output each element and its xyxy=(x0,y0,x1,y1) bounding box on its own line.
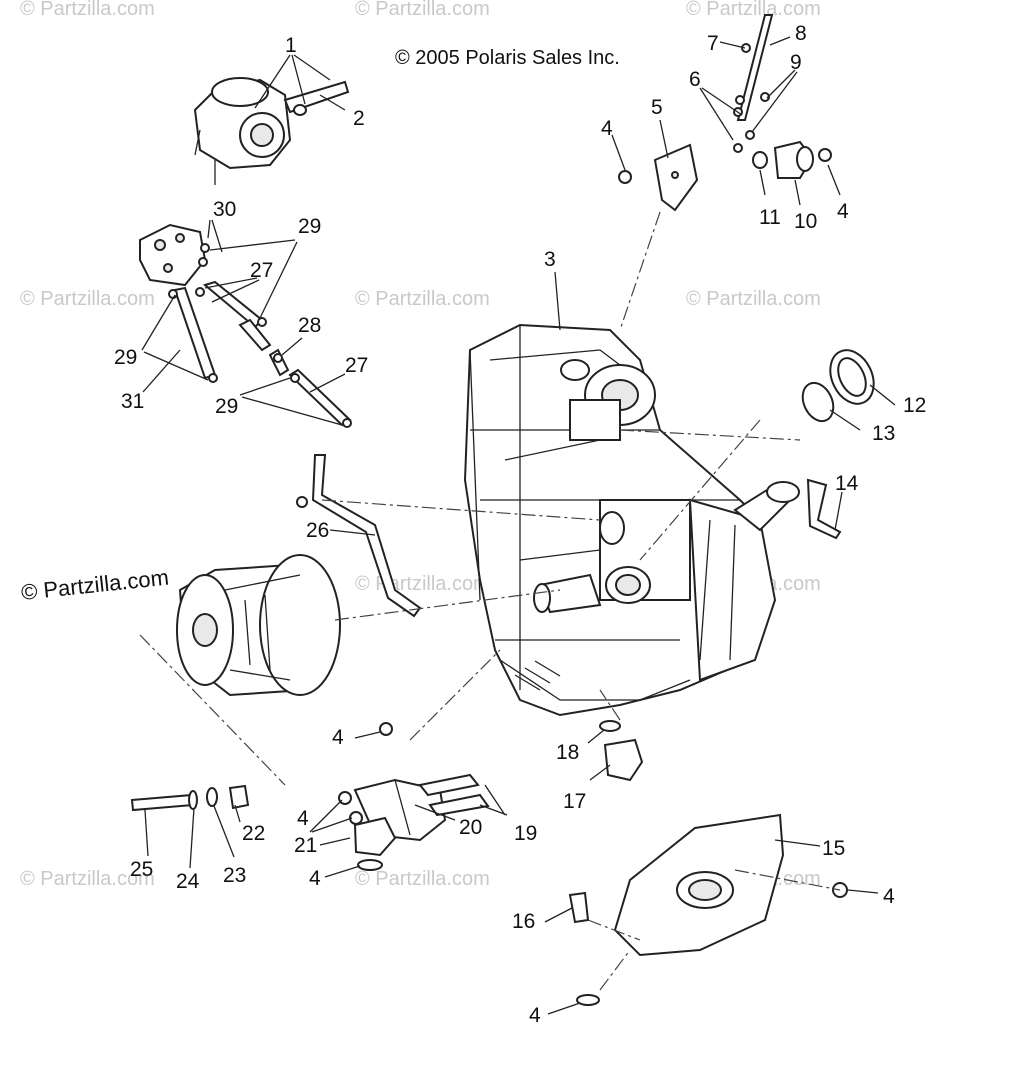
carburetor-part xyxy=(193,77,350,185)
watermark: © Partzilla.com xyxy=(686,0,821,20)
callout-1: 1 xyxy=(285,34,297,57)
callout-22: 22 xyxy=(242,822,265,845)
watermark: © Partzilla.com xyxy=(20,288,155,310)
upper-mount-parts xyxy=(618,140,832,212)
callout-10: 10 xyxy=(794,210,817,233)
watermark: © Partzilla.com xyxy=(20,868,155,890)
plate-parts xyxy=(568,813,848,1006)
callout-18: 18 xyxy=(556,741,579,764)
drive-clutch-part xyxy=(176,554,341,697)
callout-17: 17 xyxy=(563,790,586,813)
watermark: © Partzilla.com xyxy=(20,0,155,20)
callout-4: 4 xyxy=(332,726,344,749)
callout-16: 16 xyxy=(512,910,535,933)
callout-29: 29 xyxy=(114,346,137,369)
callout-3: 3 xyxy=(544,248,556,271)
callout-9: 9 xyxy=(790,51,802,74)
callout-11: 11 xyxy=(759,206,781,229)
callout-4: 4 xyxy=(883,885,895,908)
callout-19: 19 xyxy=(514,822,537,845)
watermark: © Partzilla.com xyxy=(355,573,490,595)
callout-28: 28 xyxy=(298,314,321,337)
callout-4: 4 xyxy=(837,200,849,223)
watermark: © Partzilla.com xyxy=(686,288,821,310)
callout-4: 4 xyxy=(309,867,321,890)
callout-27: 27 xyxy=(345,354,368,377)
callout-4: 4 xyxy=(529,1004,541,1027)
watermark-layer: © Partzilla.com © Partzilla.com © Partzi… xyxy=(20,0,821,890)
lower-mount-parts xyxy=(130,720,644,871)
coolant-hose-part xyxy=(311,454,422,618)
hose-clamp-part xyxy=(296,496,308,508)
fuel-pump-part xyxy=(139,223,352,428)
callout-23: 23 xyxy=(223,864,246,887)
callout-27: 27 xyxy=(250,259,273,282)
callout-20: 20 xyxy=(459,816,482,839)
clamp-parts xyxy=(801,349,875,423)
callout-24: 24 xyxy=(176,870,200,893)
callout-15: 15 xyxy=(822,837,845,860)
engine-assembly xyxy=(463,323,800,717)
callout-7: 7 xyxy=(707,32,719,55)
callout-4: 4 xyxy=(297,807,309,830)
callout-labels: 1 2 3 4 4 4 4 4 4 4 5 6 7 8 9 10 11 12 1… xyxy=(114,22,926,1027)
leader-lines xyxy=(139,36,896,1015)
callout-4: 4 xyxy=(601,117,613,140)
callout-5: 5 xyxy=(651,96,663,119)
watermark-strong: © Partzilla.com xyxy=(20,565,170,605)
callout-6: 6 xyxy=(689,68,701,91)
callout-30: 30 xyxy=(213,198,236,221)
callout-12: 12 xyxy=(903,394,926,417)
vent-line-part xyxy=(733,14,774,153)
watermark: © Partzilla.com xyxy=(355,288,490,310)
breather-hose-part xyxy=(806,478,842,540)
callout-31: 31 xyxy=(121,390,144,413)
callout-13: 13 xyxy=(872,422,895,445)
watermark: © Partzilla.com xyxy=(355,0,490,20)
callout-2: 2 xyxy=(353,107,365,130)
callout-14: 14 xyxy=(835,472,859,495)
copyright-text: © 2005 Polaris Sales Inc. xyxy=(395,47,620,69)
callout-29: 29 xyxy=(215,395,238,418)
callout-26: 26 xyxy=(306,519,329,542)
callout-8: 8 xyxy=(795,22,807,45)
callout-21: 21 xyxy=(294,834,317,857)
callout-25: 25 xyxy=(130,858,153,881)
watermark: © Partzilla.com xyxy=(355,868,490,890)
callout-29: 29 xyxy=(298,215,321,238)
